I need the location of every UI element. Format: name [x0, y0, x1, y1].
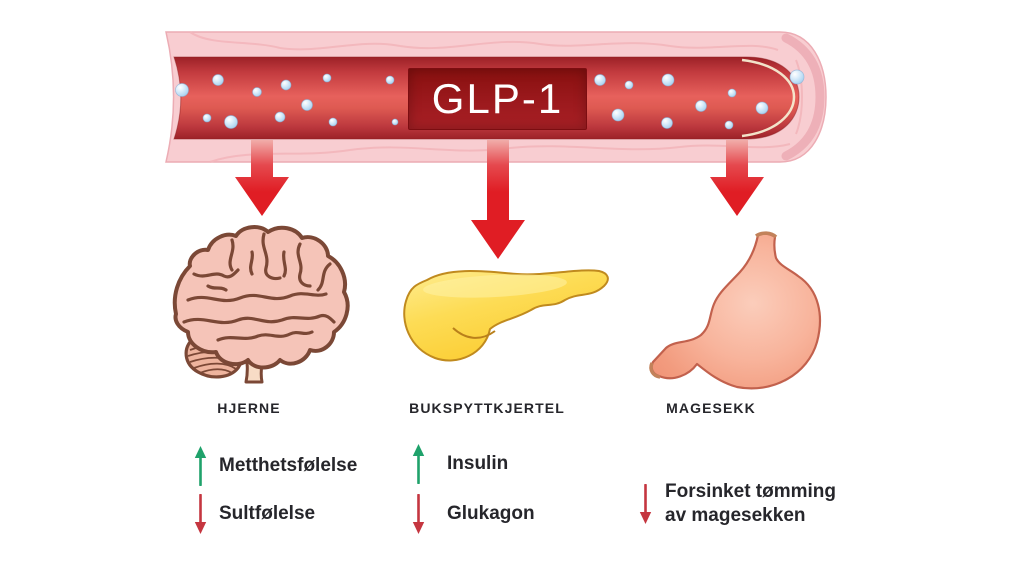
- decrease-arrow-icon: [194, 494, 207, 534]
- effect-row-pancreas-insulin: Insulin: [411, 444, 508, 484]
- vessel-wall-texture: [189, 31, 803, 163]
- effect-row-stomach-emptying: Forsinket tømming av magesekken: [638, 480, 853, 528]
- vessel-cap-shade: [781, 33, 825, 161]
- organ-label-brain: HJERNE: [217, 400, 281, 416]
- effect-text: Metthetsfølelse: [219, 455, 358, 476]
- stomach-body: [650, 232, 821, 390]
- pancreas-crease: [452, 327, 496, 339]
- effect-row-brain-hunger: Sultfølelse: [193, 494, 315, 534]
- vessel-lumen-rim: [741, 58, 796, 138]
- brain-sulci: [182, 232, 336, 342]
- duodenum-cut-edge: [649, 362, 661, 379]
- glp1-molecules: [175, 69, 805, 130]
- release-arrow-stomach-icon: [710, 140, 764, 216]
- release-arrow-brain-icon: [235, 140, 289, 216]
- organ-label-stomach: MAGESEKK: [666, 400, 756, 416]
- glp1-label: GLP-1: [431, 75, 564, 122]
- pancreas-highlight: [423, 274, 567, 298]
- effect-row-pancreas-glukagon: Glukagon: [411, 494, 535, 534]
- effect-text: Glukagon: [447, 503, 535, 524]
- esophagus-cut-edge: [755, 231, 778, 239]
- effect-text: Forsinket tømming av magesekken: [665, 481, 837, 526]
- release-arrow-pancreas-icon: [471, 140, 525, 259]
- effect-text: Sultfølelse: [219, 503, 316, 524]
- organ-label-pancreas: BUKSPYTTKJERTEL: [409, 400, 565, 416]
- decrease-arrow-icon: [412, 494, 425, 534]
- effect-text: Insulin: [447, 453, 509, 474]
- increase-arrow-icon: [412, 444, 425, 484]
- increase-arrow-icon: [194, 446, 207, 486]
- pancreas-illustration: [403, 269, 609, 362]
- brain-illustration: [172, 225, 350, 384]
- stomach-illustration: [649, 231, 821, 390]
- decrease-arrow-icon: [639, 484, 652, 524]
- effect-row-brain-satiety: Metthetsfølelse: [193, 446, 357, 486]
- glp1-label-box: GLP-1: [408, 68, 587, 130]
